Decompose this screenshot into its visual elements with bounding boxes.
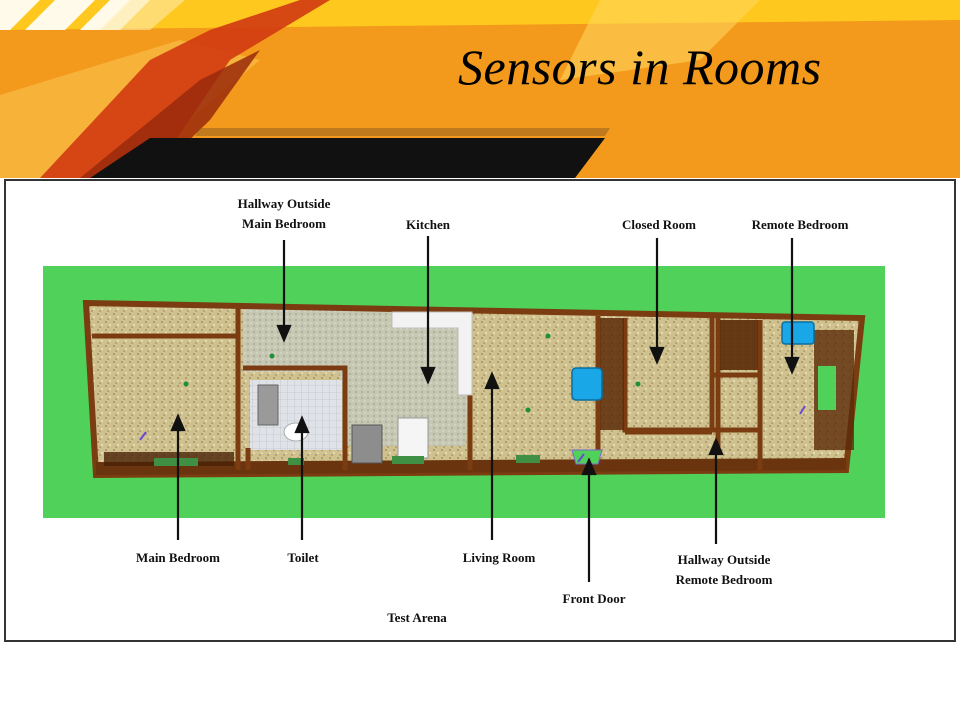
sensor-dot [183,381,189,387]
kitchen-counter [391,311,473,396]
mat [392,456,424,464]
label-line: Main Bedroom [242,216,326,231]
label-main-bedroom: Main Bedroom [136,550,220,565]
cabinet [257,384,279,426]
sensor-glyph [139,431,147,441]
stove [351,424,383,464]
label-kitchen: Kitchen [405,217,451,232]
sensor-dot [635,381,641,387]
callout-arrows [170,236,800,582]
sensor-dot [545,333,551,339]
sofa [571,367,603,401]
label-line: Remote Bedroom [675,572,773,587]
window [818,366,836,410]
label-remote-bedroom: Remote Bedroom [751,217,849,232]
label-toilet: Toilet [287,550,319,565]
room-shadow [600,318,624,430]
slide-title: Sensors in Rooms [458,39,822,95]
label-closed-room: Closed Room [621,217,697,232]
sofa [781,321,815,345]
label-line: Hallway Outside [237,196,331,211]
label-living-room: Living Room [462,550,536,565]
mat [288,458,304,465]
mat [154,458,198,466]
room-shadow [720,320,758,370]
label-hallway-remote-bedroom: Hallway Outside Remote Bedroom [656,550,792,590]
fridge [397,417,429,459]
diagram-caption: Test Arena [387,610,447,625]
sensor-glyph [577,453,585,463]
label-front-door: Front Door [562,591,626,606]
sensor-dot [269,353,275,359]
kitchen-floor [243,308,470,446]
label-hallway-main-bedroom: Hallway Outside Main Bedroom [224,194,344,234]
mat [516,455,540,463]
sensor-dot [525,407,531,413]
sensor-glyph [799,405,806,415]
label-line: Hallway Outside [677,552,771,567]
slide-banner [0,0,960,178]
